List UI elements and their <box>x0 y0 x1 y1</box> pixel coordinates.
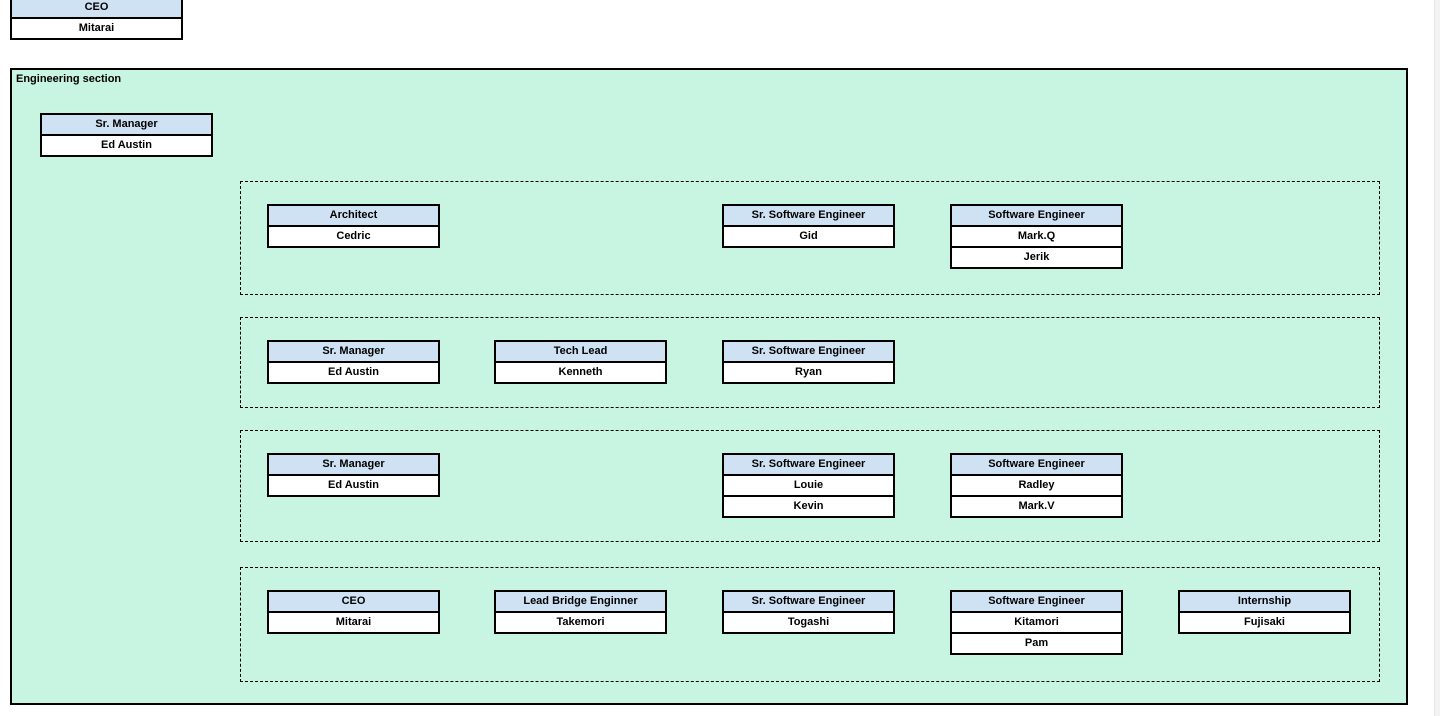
org-box-name: Mitarai <box>12 19 181 38</box>
org-box-title: Internship <box>1180 592 1349 613</box>
org-box-title: Sr. Software Engineer <box>724 592 893 613</box>
org-box-name: Kitamori <box>952 613 1121 632</box>
org-box-title: Software Engineer <box>952 592 1121 613</box>
org-box-name: Mark.V <box>952 495 1121 516</box>
org-box-title: CEO <box>269 592 438 613</box>
org-box-title: Sr. Manager <box>269 342 438 363</box>
org-box-name: Kenneth <box>496 363 665 382</box>
org-box-title: Software Engineer <box>952 206 1121 227</box>
engineering-section-label: Engineering section <box>16 73 122 85</box>
org-box-title: Sr. Manager <box>269 455 438 476</box>
org-box-name: Louie <box>724 476 893 495</box>
org-box-name: Ed Austin <box>269 363 438 382</box>
org-box-name: Kevin <box>724 495 893 516</box>
org-box-name: Ryan <box>724 363 893 382</box>
org-box-title: Sr. Manager <box>42 115 211 136</box>
org-box-title: Lead Bridge Enginner <box>496 592 665 613</box>
org-box-name: Pam <box>952 632 1121 653</box>
org-box-title: CEO <box>12 0 181 19</box>
org-box-title: Sr. Software Engineer <box>724 342 893 363</box>
vertical-scrollbar-track[interactable] <box>1434 0 1440 716</box>
org-box-name: Ed Austin <box>42 136 211 155</box>
org-box-name: Cedric <box>269 227 438 246</box>
org-box-name: Takemori <box>496 613 665 632</box>
org-box-title: Sr. Software Engineer <box>724 455 893 476</box>
org-box-name: Mitarai <box>269 613 438 632</box>
org-box-name: Gid <box>724 227 893 246</box>
org-box-name: Ed Austin <box>269 476 438 495</box>
org-box-title: Sr. Software Engineer <box>724 206 893 227</box>
org-box-name: Jerik <box>952 246 1121 267</box>
org-box-name: Togashi <box>724 613 893 632</box>
org-box-name: Radley <box>952 476 1121 495</box>
org-box-title: Architect <box>269 206 438 227</box>
org-box-name: Fujisaki <box>1180 613 1349 632</box>
org-box-title: Software Engineer <box>952 455 1121 476</box>
org-box-title: Tech Lead <box>496 342 665 363</box>
org-box-name: Mark.Q <box>952 227 1121 246</box>
